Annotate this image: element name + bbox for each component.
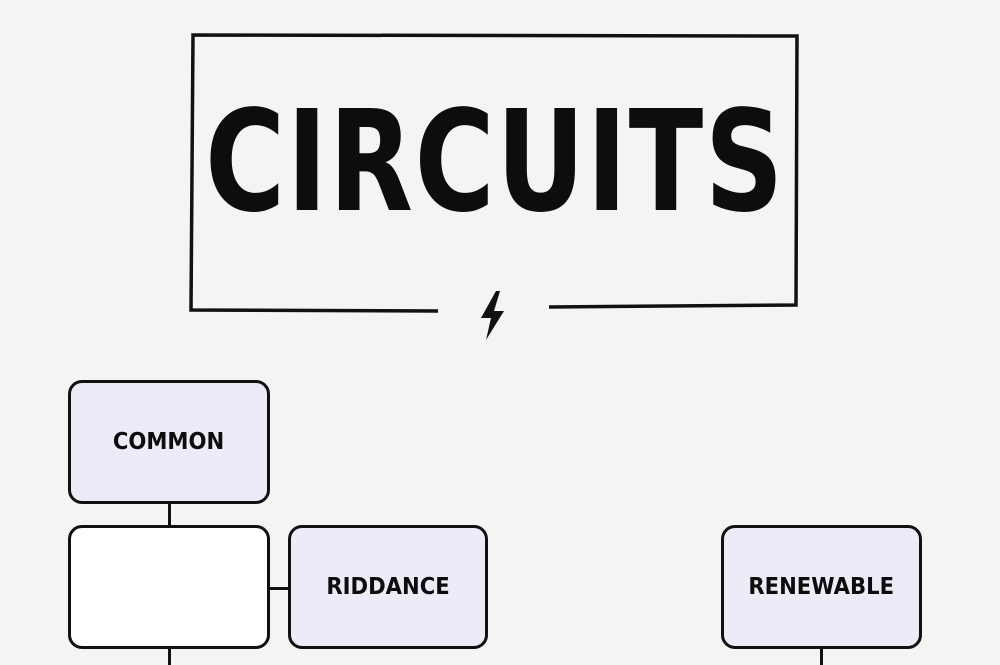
connector-blank-riddance bbox=[268, 587, 290, 590]
blank-answer-tile[interactable] bbox=[68, 525, 270, 649]
puzzle-title: CIRCUITS bbox=[205, 80, 785, 244]
word-tile-common[interactable]: COMMON bbox=[68, 380, 270, 504]
title-frame-border bbox=[189, 33, 799, 313]
word-tile-riddance[interactable]: RIDDANCE bbox=[288, 525, 488, 649]
word-tile-label: RIDDANCE bbox=[326, 574, 450, 600]
lightning-bolt-icon bbox=[481, 291, 504, 340]
connector-renewable-down bbox=[820, 647, 823, 665]
word-tile-renewable[interactable]: RENEWABLE bbox=[721, 525, 922, 649]
connector-common-blank bbox=[168, 503, 171, 527]
word-tile-label: RENEWABLE bbox=[748, 574, 895, 600]
word-tile-label: COMMON bbox=[113, 429, 225, 455]
connector-blank-down bbox=[168, 647, 171, 665]
